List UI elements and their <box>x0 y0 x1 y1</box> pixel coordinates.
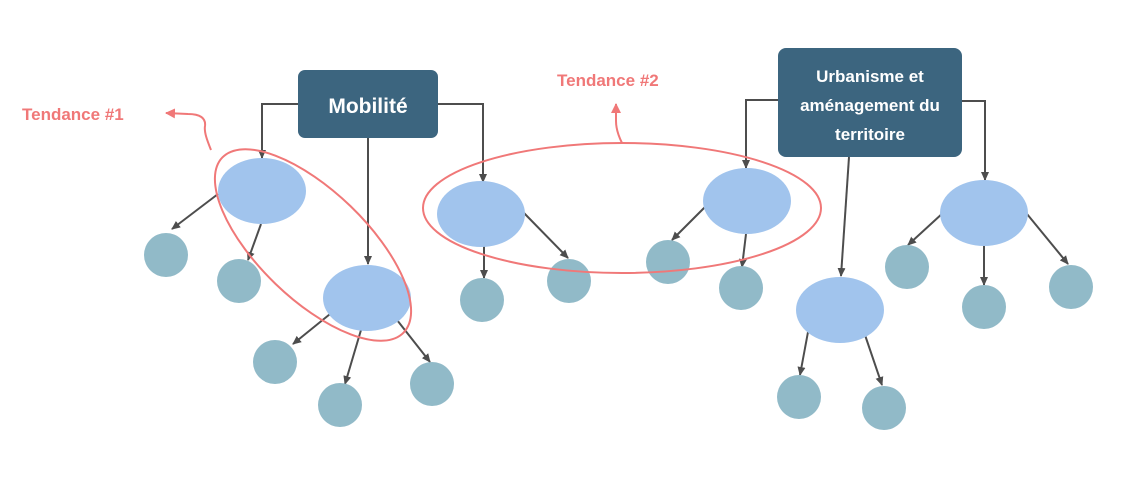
circle-node-13 <box>962 285 1006 329</box>
edge-e2-c5 <box>396 319 431 363</box>
box-mobilite-shape <box>298 70 438 138</box>
edge-e5-c10 <box>797 331 809 376</box>
edge-urbanisme-e6 <box>960 100 989 181</box>
circle-node-9 <box>719 266 763 310</box>
box-urbanisme: Urbanisme et aménagement du territoire <box>778 48 962 157</box>
edges <box>171 99 1069 386</box>
edge-e1-c1 <box>171 193 219 230</box>
circle-node-6 <box>460 278 504 322</box>
box-urbanisme-line3: territoire <box>835 125 905 144</box>
edge-e2-c4 <box>343 329 362 385</box>
circle-node-4 <box>318 383 362 427</box>
ellipse-node-6 <box>940 180 1028 246</box>
trend-2: Tendance #2 <box>422 71 822 274</box>
ellipse-node-4 <box>703 168 791 234</box>
ellipse-node-5 <box>796 277 884 343</box>
box-mobilite: Mobilité <box>298 70 438 138</box>
circle-node-7 <box>547 259 591 303</box>
ellipse-node-1 <box>218 158 306 224</box>
circle-node-1 <box>144 233 188 277</box>
box-urbanisme-line1: Urbanisme et <box>816 67 924 86</box>
trend-2-label: Tendance #2 <box>557 71 659 90</box>
ellipse-node-2 <box>323 265 411 331</box>
trend-1: Tendance #1 <box>22 105 413 342</box>
circle-node-2 <box>217 259 261 303</box>
edge-e5-c11 <box>864 334 884 386</box>
circle-node-5 <box>410 362 454 406</box>
trend-1-ellipse <box>213 148 413 342</box>
circle-node-8 <box>646 240 690 284</box>
edge-e1-c2 <box>246 223 262 261</box>
edge-mobilite-e3 <box>436 103 487 183</box>
edge-urbanisme-e5 <box>837 156 850 277</box>
ellipse-node-3 <box>437 181 525 247</box>
trend-1-arrow <box>165 108 212 151</box>
circle-node-12 <box>885 245 929 289</box>
circle-node-3 <box>253 340 297 384</box>
circle-node-10 <box>777 375 821 419</box>
circle-node-11 <box>862 386 906 430</box>
edge-e6-c12 <box>907 211 945 246</box>
trend-1-label: Tendance #1 <box>22 105 124 124</box>
box-mobilite-label: Mobilité <box>328 95 407 118</box>
edge-mobilite-e1 <box>258 103 300 159</box>
edge-e4-c8 <box>671 203 709 241</box>
ellipse-nodes <box>218 158 1028 343</box>
circle-nodes <box>144 233 1093 430</box>
circle-node-14 <box>1049 265 1093 309</box>
edge-e6-c14 <box>1026 213 1069 265</box>
edge-urbanisme-e4 <box>742 99 779 169</box>
box-urbanisme-line2: aménagement du <box>800 96 940 115</box>
trend-2-arrow <box>611 103 623 144</box>
edge-e4-c9 <box>738 233 747 268</box>
edge-e2-c3 <box>292 309 336 345</box>
box-urbanisme-shape <box>778 48 962 157</box>
edge-e3-c7 <box>522 211 569 259</box>
